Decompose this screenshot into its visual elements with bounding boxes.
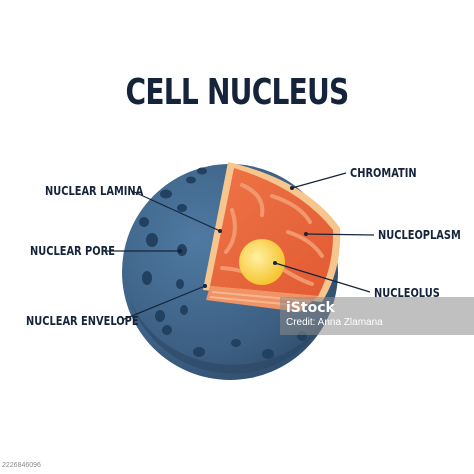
leader-nucleoplasm bbox=[305, 233, 375, 236]
leader-nuclear-lamina bbox=[131, 190, 221, 232]
nuclear-pores bbox=[139, 167, 307, 359]
pore bbox=[186, 176, 196, 184]
dot bbox=[304, 232, 308, 236]
label-nucleoplasm: NUCLEOPLASM bbox=[378, 228, 461, 242]
leader-nucleolus bbox=[274, 262, 371, 293]
pore bbox=[155, 310, 165, 322]
leader-dots bbox=[178, 186, 308, 288]
label-nuclear-pore: NUCLEAR PORE bbox=[30, 244, 115, 258]
label-nuclear-envelope: NUCLEAR ENVELOPE bbox=[26, 314, 139, 328]
pore bbox=[197, 167, 207, 175]
chromatin-strand bbox=[286, 230, 324, 258]
dot bbox=[290, 186, 294, 190]
pore bbox=[146, 233, 158, 247]
dot bbox=[218, 229, 222, 233]
pore bbox=[142, 271, 152, 285]
leader-chromatin bbox=[291, 172, 347, 189]
watermark-banner bbox=[280, 297, 474, 335]
pore bbox=[139, 217, 149, 227]
dot bbox=[203, 284, 207, 288]
sphere-shadow bbox=[130, 300, 330, 374]
diagram-title: CELL NUCLEUS bbox=[125, 72, 349, 113]
watermark-credit: Credit: Anna Zlamana bbox=[286, 317, 383, 328]
pore bbox=[231, 339, 241, 347]
pore bbox=[193, 347, 205, 357]
stock-id: 2226846096 bbox=[2, 462, 41, 469]
pore bbox=[177, 244, 187, 256]
chromatin-strand bbox=[240, 183, 265, 217]
pore bbox=[262, 349, 274, 359]
dot bbox=[273, 261, 277, 265]
chromatin-strand bbox=[224, 208, 237, 254]
pore bbox=[177, 204, 187, 212]
chromatin-strand bbox=[282, 268, 314, 286]
nucleolus-sphere bbox=[239, 239, 285, 285]
dot bbox=[178, 249, 182, 253]
label-nucleolus: NUCLEOLUS bbox=[374, 286, 440, 300]
label-nuclear-lamina: NUCLEAR LAMINA bbox=[45, 184, 144, 198]
pore bbox=[180, 305, 188, 315]
label-chromatin: CHROMATIN bbox=[350, 166, 417, 180]
watermark-logo: iStock bbox=[286, 300, 335, 316]
pore bbox=[160, 189, 172, 199]
pore bbox=[162, 325, 172, 335]
pore bbox=[176, 279, 184, 289]
leader-lines bbox=[104, 172, 375, 321]
chromatin-strand bbox=[270, 194, 312, 224]
leader-nuclear-envelope bbox=[121, 285, 206, 321]
